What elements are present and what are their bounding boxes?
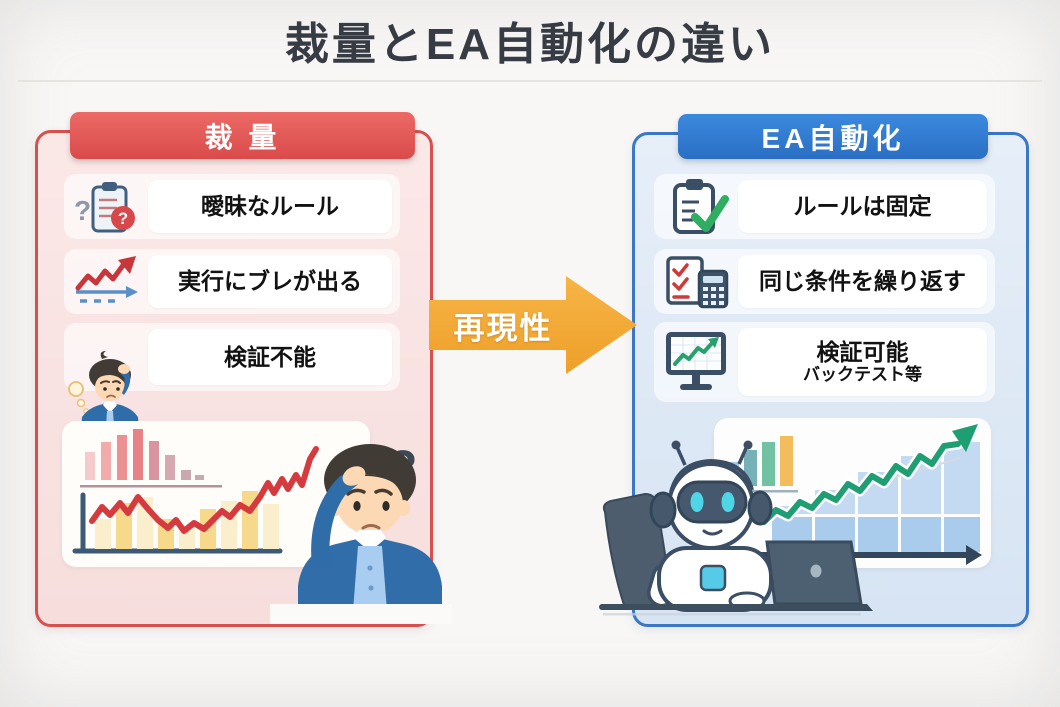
discretionary-item-unverifiable: 検証不能 xyxy=(64,323,400,443)
ea-item-repeat-conditions: 同じ条件を繰り返す xyxy=(654,249,995,314)
svg-text:?: ? xyxy=(118,209,128,228)
page-title: 裁量とEA自動化の違い xyxy=(284,20,776,69)
item-label: 実行にブレが出る xyxy=(148,255,392,308)
item-label: ルールは固定 xyxy=(738,180,987,233)
ea-item-fixed-rules: ルールは固定 xyxy=(654,174,995,239)
item-label: 検証可能 バックテスト等 xyxy=(738,328,987,396)
growth-chart-illustration xyxy=(714,424,982,565)
item-label-main: 検証可能 xyxy=(816,339,909,365)
discretionary-panel-header: 裁 量 xyxy=(70,112,415,159)
trading-robot-illustration xyxy=(599,440,873,616)
item-label: 検証不能 xyxy=(148,329,392,385)
reproducibility-arrow-label: 再現性 xyxy=(453,311,553,346)
confused-trader-illustration: ? xyxy=(270,442,452,624)
ea-chart-card xyxy=(714,418,991,568)
messy-chart-illustration xyxy=(72,429,319,554)
svg-text:?: ? xyxy=(74,195,91,226)
monitor-chart-icon xyxy=(654,329,738,395)
clipboard-check-icon xyxy=(654,177,738,237)
volatility-arrow-icon xyxy=(64,254,148,310)
item-label-sub: バックテスト等 xyxy=(803,365,922,385)
clipboard-question-icon: ? ? xyxy=(64,178,148,236)
discretionary-item-execution-varies: 実行にブレが出る xyxy=(64,249,400,314)
item-label: 曖昧なルール xyxy=(148,180,392,233)
reproducibility-arrow xyxy=(429,273,641,377)
item-label: 同じ条件を繰り返す xyxy=(738,255,987,308)
discretionary-item-ambiguous-rules: ? ? 曖昧なルール xyxy=(64,174,400,239)
checklist-calculator-icon xyxy=(654,253,738,311)
title-divider xyxy=(18,80,1042,82)
ea-item-verifiable: 検証可能 バックテスト等 xyxy=(654,322,995,402)
ea-automation-panel-header: EA自動化 xyxy=(678,114,988,159)
